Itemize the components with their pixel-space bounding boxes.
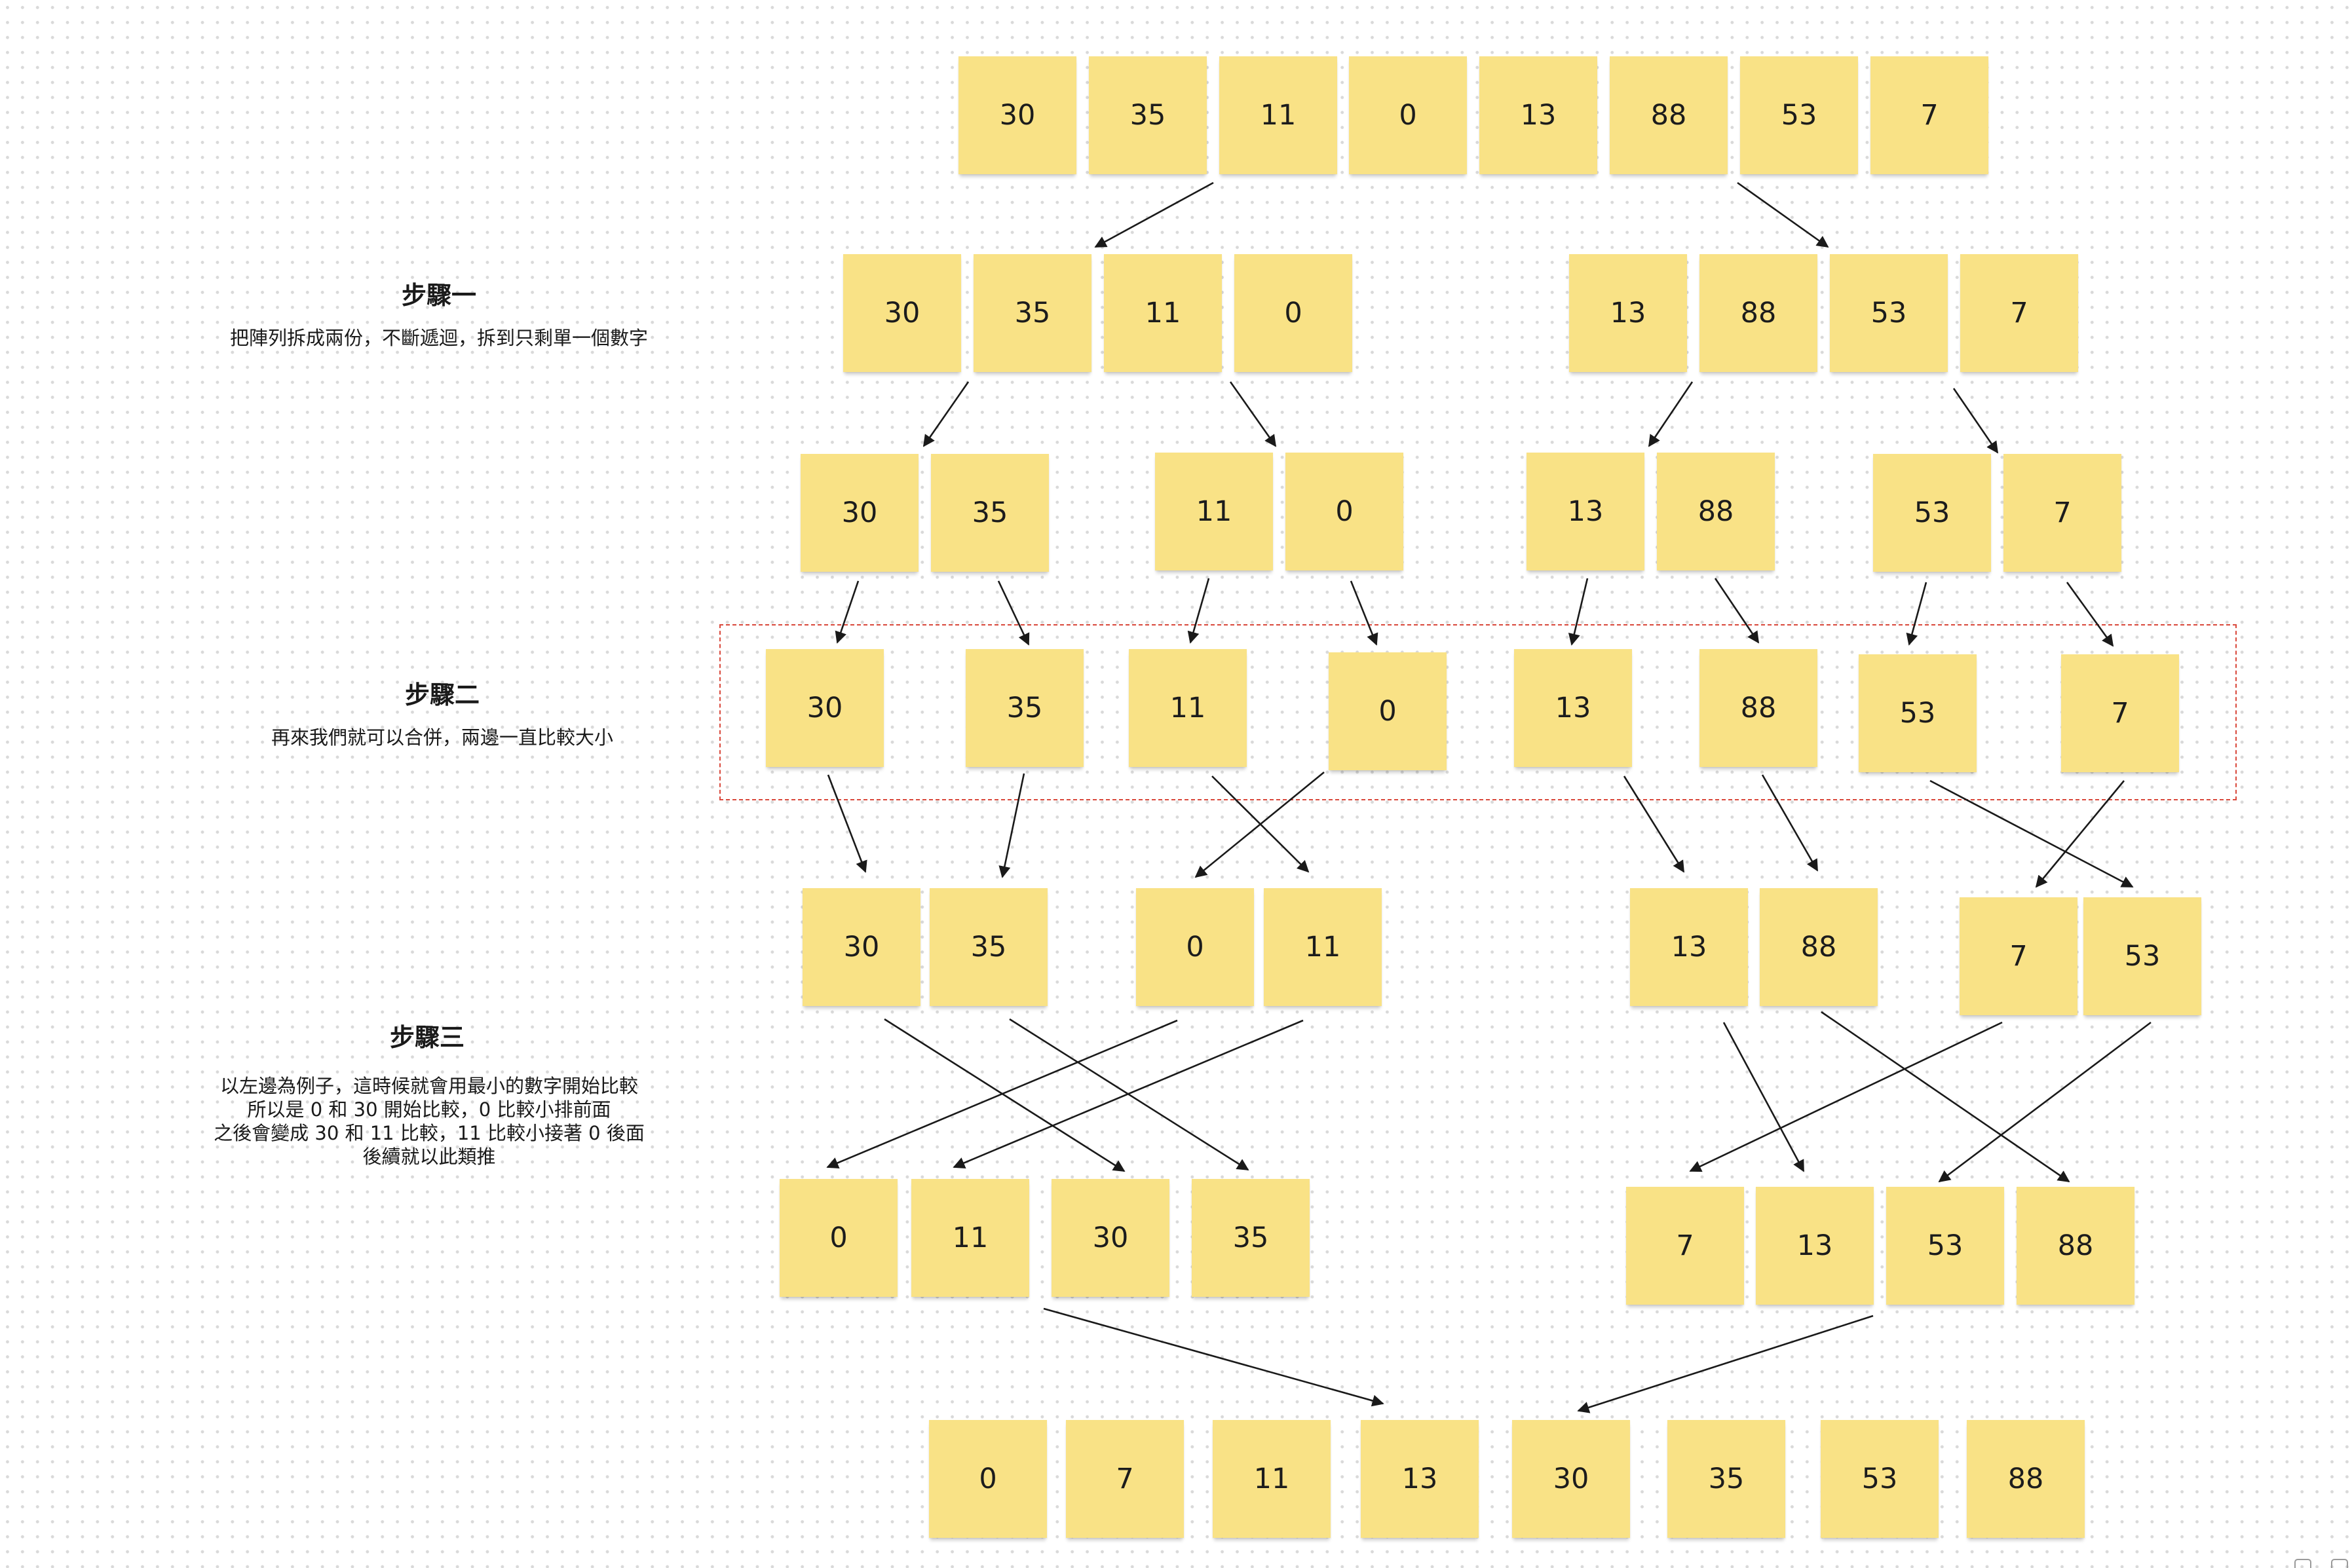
number-note[interactable]: 7 <box>2003 454 2121 572</box>
number-note[interactable]: 11 <box>1213 1420 1331 1538</box>
number-note[interactable]: 11 <box>1264 888 1382 1006</box>
corner-toolbar <box>2294 1559 2348 1568</box>
step-2-line: 再來我們就可以合併，兩邊一直比較大小 <box>271 726 614 749</box>
number-note[interactable]: 88 <box>1610 56 1728 174</box>
number-note[interactable]: 88 <box>1657 453 1775 570</box>
number-note[interactable]: 0 <box>1234 254 1352 372</box>
number-note[interactable]: 53 <box>1886 1187 2004 1305</box>
step-3-line: 以左邊為例子，這時候就會用最小的數字開始比較 <box>219 1075 638 1097</box>
number-note[interactable]: 30 <box>1512 1420 1630 1538</box>
number-note[interactable]: 11 <box>1219 56 1337 174</box>
arrow <box>922 381 970 447</box>
number-note[interactable]: 13 <box>1630 888 1748 1006</box>
arrow <box>884 1018 1126 1172</box>
number-note[interactable]: 35 <box>1089 56 1207 174</box>
arrow <box>1094 181 1214 248</box>
step-3-title: 步驟三 <box>389 1023 465 1052</box>
number-note[interactable]: 13 <box>1527 453 1644 570</box>
arrow <box>1043 1307 1384 1407</box>
number-note[interactable]: 7 <box>2061 654 2179 772</box>
number-note[interactable]: 0 <box>1329 652 1447 770</box>
number-note[interactable]: 88 <box>1760 888 1878 1006</box>
step-1-line: 把陣列拆成兩份，不斷遞迴，拆到只剩單一個數字 <box>229 327 649 349</box>
number-note[interactable]: 30 <box>803 888 920 1006</box>
number-note[interactable]: 88 <box>2017 1187 2134 1305</box>
arrow <box>1952 388 1999 454</box>
arrow <box>1229 381 1277 447</box>
number-note[interactable]: 0 <box>1349 56 1467 174</box>
number-note[interactable]: 7 <box>1626 1187 1744 1305</box>
arrow <box>1938 1021 2152 1183</box>
step-1-description: 把陣列拆成兩份，不斷遞迴，拆到只剩單一個數字 <box>230 326 648 350</box>
number-note[interactable]: 7 <box>1960 254 2078 372</box>
number-note[interactable]: 53 <box>1740 56 1858 174</box>
number-note[interactable]: 88 <box>1699 254 1817 372</box>
number-note[interactable]: 0 <box>1285 453 1403 570</box>
number-note[interactable]: 53 <box>1859 654 1977 772</box>
number-note[interactable]: 30 <box>958 56 1076 174</box>
step-2-title: 步驟二 <box>404 681 480 709</box>
number-note[interactable]: 11 <box>1129 649 1247 767</box>
arrow <box>1689 1021 2003 1172</box>
arrow <box>1009 1018 1249 1171</box>
number-note[interactable]: 7 <box>1870 56 1988 174</box>
number-note[interactable]: 13 <box>1756 1187 1874 1305</box>
step-3-description: 以左邊為例子，這時候就會用最小的數字開始比較 所以是 0 和 30 開始比較，0… <box>214 1074 645 1168</box>
arrow <box>826 1019 1178 1169</box>
step-2-description: 再來我們就可以合併，兩邊一直比較大小 <box>271 726 613 749</box>
step-1-title: 步驟一 <box>401 281 477 310</box>
number-note[interactable]: 0 <box>1136 888 1254 1006</box>
number-note[interactable]: 13 <box>1569 254 1687 372</box>
arrow <box>1821 1011 2070 1183</box>
arrow <box>953 1019 1304 1169</box>
number-note[interactable]: 7 <box>1960 897 2077 1015</box>
number-note[interactable]: 53 <box>1873 454 1991 572</box>
number-note[interactable]: 53 <box>2083 897 2201 1015</box>
number-note[interactable]: 11 <box>911 1179 1029 1297</box>
number-note[interactable]: 35 <box>966 649 1084 767</box>
number-note[interactable]: 88 <box>1699 649 1817 767</box>
arrow <box>1648 381 1694 447</box>
number-note[interactable]: 35 <box>930 888 1048 1006</box>
number-note[interactable]: 11 <box>1155 453 1273 570</box>
number-note[interactable]: 35 <box>1667 1420 1785 1538</box>
panel-icon[interactable] <box>2331 1559 2348 1568</box>
number-note[interactable]: 13 <box>1361 1420 1479 1538</box>
number-note[interactable]: 11 <box>1104 254 1222 372</box>
user-icon[interactable] <box>2294 1559 2311 1568</box>
number-note[interactable]: 7 <box>1066 1420 1184 1538</box>
arrow <box>1737 181 1829 248</box>
number-note[interactable]: 30 <box>801 454 919 572</box>
number-note[interactable]: 30 <box>766 649 884 767</box>
arrow <box>1577 1315 1874 1413</box>
number-note[interactable]: 30 <box>843 254 961 372</box>
step-3-line: 之後會變成 30 和 11 比較，11 比較小接著 0 後面 <box>214 1122 645 1144</box>
step-3-line: 後續就以此類推 <box>362 1146 496 1168</box>
number-note[interactable]: 0 <box>929 1420 1047 1538</box>
number-note[interactable]: 35 <box>1192 1179 1310 1297</box>
number-note[interactable]: 13 <box>1479 56 1597 174</box>
single-elements-highlight-box[interactable] <box>719 624 2237 800</box>
number-note[interactable]: 35 <box>931 454 1049 572</box>
number-note[interactable]: 0 <box>780 1179 898 1297</box>
number-note[interactable]: 35 <box>974 254 1091 372</box>
number-note[interactable]: 30 <box>1052 1179 1169 1297</box>
number-note[interactable]: 13 <box>1514 649 1632 767</box>
number-note[interactable]: 53 <box>1830 254 1948 372</box>
number-note[interactable]: 53 <box>1821 1420 1939 1538</box>
number-note[interactable]: 88 <box>1967 1420 2085 1538</box>
arrow <box>1722 1022 1805 1172</box>
step-3-line: 所以是 0 和 30 開始比較，0 比較小排前面 <box>247 1098 611 1121</box>
